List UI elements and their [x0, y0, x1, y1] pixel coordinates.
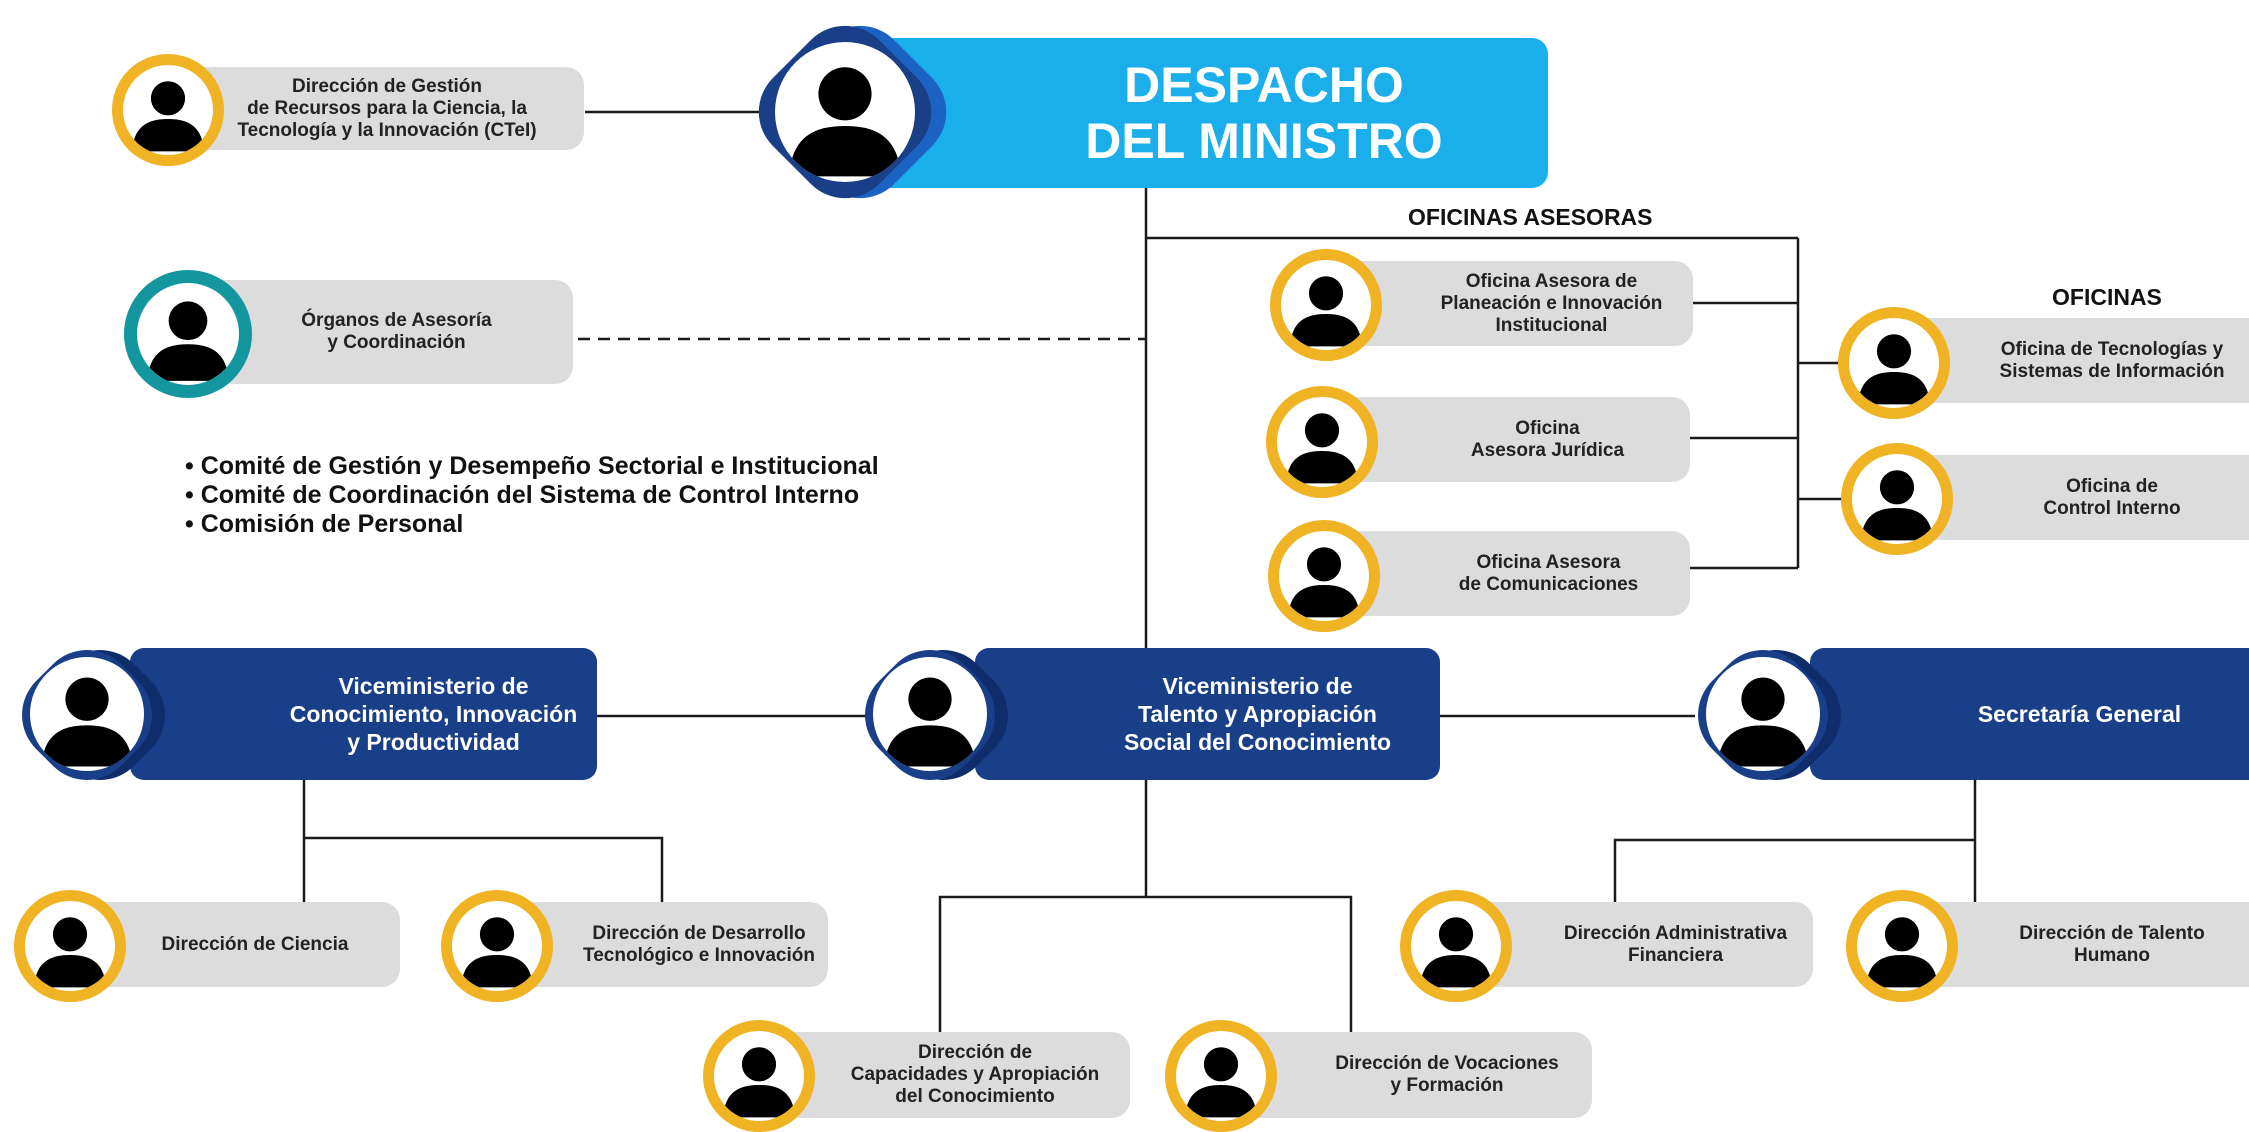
- vice-conocimiento-avatar: [30, 657, 144, 771]
- talento-humano-avatar: [1846, 890, 1958, 1002]
- capacidades-avatar: [703, 1020, 815, 1132]
- unit-label: Oficina Asesora Jurídica: [1470, 417, 1625, 461]
- unit-label: Órganos de Asesoría y Coordinación: [301, 310, 492, 353]
- planeacion-avatar: [1270, 249, 1382, 361]
- tecnologias-avatar: [1838, 307, 1950, 419]
- despacho-avatar: [775, 42, 915, 182]
- unit-label: Dirección de Ciencia: [161, 933, 349, 955]
- unit-oficina-planeacion: Oficina Asesora de Planeación e Innovaci…: [1325, 261, 1693, 346]
- person-icon: [1185, 1047, 1257, 1118]
- unit-label: Oficina de Tecnologías y Sistemas de Inf…: [1999, 338, 2225, 382]
- unit-direccion-desarrollo: Dirección de Desarrollo Tecnológico e In…: [500, 902, 828, 987]
- administrativa-avatar: [1400, 890, 1512, 1002]
- person-icon: [41, 677, 133, 767]
- person-icon: [1717, 677, 1809, 767]
- unit-label: Dirección de Talento Humano: [2019, 922, 2205, 966]
- vice-label: Viceministerio de Talento y Apropiación …: [1123, 673, 1392, 755]
- vice-talento-avatar: [873, 657, 987, 771]
- person-icon: [789, 67, 901, 177]
- committee-list: Comité de Gestión y Desempeño Sectorial …: [185, 452, 879, 539]
- comunicaciones-avatar: [1268, 520, 1380, 632]
- secretaria-general-banner: Secretaría General: [1810, 648, 2249, 780]
- person-icon: [461, 917, 533, 988]
- organos-avatar: [124, 270, 252, 398]
- person-icon: [723, 1047, 795, 1118]
- unit-oficina-control-interno: Oficina de Control Interno: [1895, 455, 2249, 540]
- unit-label: Dirección de Vocaciones y Formación: [1335, 1053, 1559, 1096]
- vice-label: Viceministerio de Conocimiento, Innovaci…: [289, 673, 578, 755]
- unit-label: Dirección de Desarrollo Tecnológico e In…: [583, 922, 815, 966]
- person-icon: [132, 81, 204, 152]
- unit-direccion-capacidades: Dirección de Capacidades y Apropiación d…: [760, 1032, 1130, 1118]
- vice-conocimiento-banner: Viceministerio de Conocimiento, Innovaci…: [130, 648, 597, 780]
- unit-direccion-talento-humano: Dirección de Talento Humano: [1905, 902, 2249, 987]
- connector-vice1-branch: [304, 836, 664, 902]
- person-icon: [147, 301, 229, 381]
- vocaciones-avatar: [1165, 1020, 1277, 1132]
- person-icon: [1861, 470, 1933, 541]
- person-icon: [1288, 547, 1360, 618]
- person-icon: [34, 917, 106, 988]
- unit-label: Oficina Asesora de Planeación e Innovaci…: [1440, 270, 1663, 336]
- committee-item: Comité de Gestión y Desempeño Sectorial …: [185, 452, 879, 481]
- person-icon: [884, 677, 976, 767]
- person-icon: [1420, 917, 1492, 988]
- vice-talento-banner: Viceministerio de Talento y Apropiación …: [975, 648, 1440, 780]
- ciencia-avatar: [14, 890, 126, 1002]
- secretaria-avatar: [1706, 657, 1820, 771]
- unit-direccion-administrativa: Dirección Administrativa Financiera: [1458, 902, 1813, 987]
- desarrollo-avatar: [441, 890, 553, 1002]
- unit-direccion-gestion: Dirección de Gestión de Recursos para la…: [170, 67, 584, 150]
- oficinas-asesoras-heading: OFICINAS ASESORAS: [1408, 204, 1653, 230]
- committee-item: Comité de Coordinación del Sistema de Co…: [185, 481, 879, 510]
- unit-oficina-tecnologias: Oficina de Tecnologías y Sistemas de Inf…: [1895, 318, 2249, 403]
- unit-label: Oficina Asesora de Comunicaciones: [1458, 551, 1639, 595]
- person-icon: [1866, 917, 1938, 988]
- unit-oficina-comunicaciones: Oficina Asesora de Comunicaciones: [1322, 531, 1690, 616]
- person-icon: [1290, 276, 1362, 347]
- control-interno-avatar: [1841, 443, 1953, 555]
- unit-label: Dirección Administrativa Financiera: [1563, 922, 1788, 966]
- person-icon: [1858, 334, 1930, 405]
- despacho-title: DESPACHO DEL MINISTRO: [1085, 57, 1443, 169]
- committee-item: Comisión de Personal: [185, 510, 879, 539]
- unit-label: Dirección de Capacidades y Apropiación d…: [850, 1042, 1100, 1107]
- connector-vice3-branch: [1613, 838, 1975, 902]
- connector-vice2-branch: [938, 895, 1353, 1032]
- gestion-avatar: [112, 54, 224, 166]
- juridica-avatar: [1266, 386, 1378, 498]
- oficinas-heading: OFICINAS: [2052, 284, 2162, 310]
- vice-label: Secretaría General: [1977, 701, 2182, 727]
- despacho-banner: DESPACHO DEL MINISTRO: [860, 38, 1548, 188]
- unit-direccion-vocaciones: Dirección de Vocaciones y Formación: [1222, 1032, 1592, 1118]
- unit-label: Oficina de Control Interno: [2043, 475, 2181, 519]
- unit-oficina-juridica: Oficina Asesora Jurídica: [1320, 397, 1690, 482]
- unit-label: Dirección de Gestión de Recursos para la…: [237, 75, 537, 141]
- person-icon: [1286, 413, 1358, 484]
